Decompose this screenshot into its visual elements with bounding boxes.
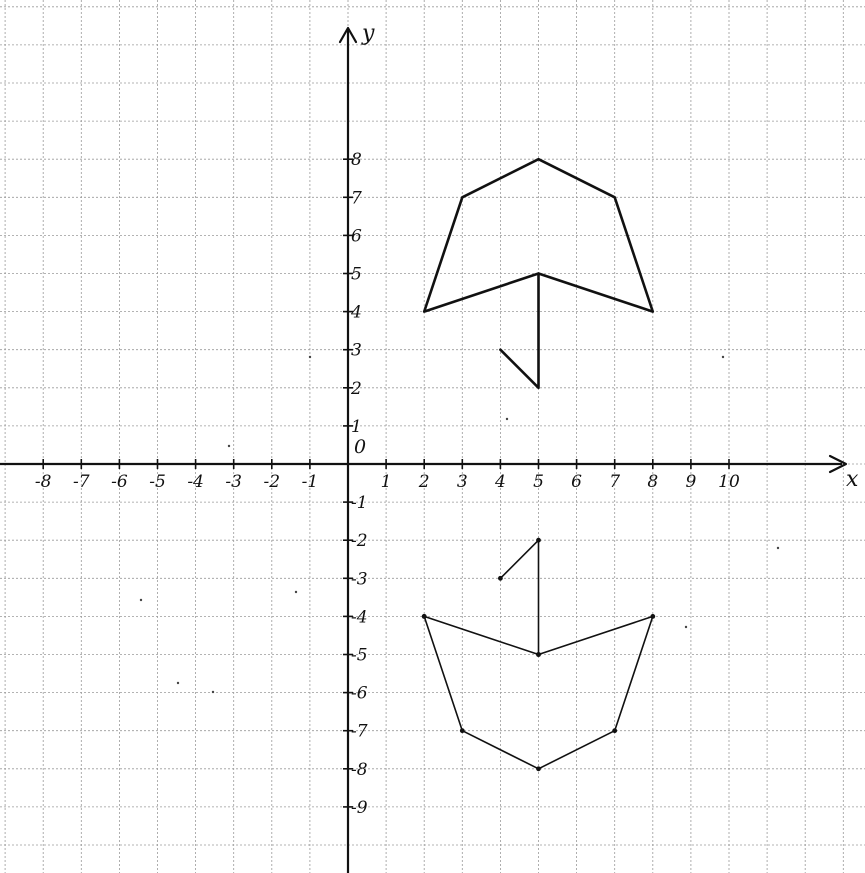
x-tick-label: 4 <box>494 472 506 492</box>
umbrella-reflected <box>421 537 656 772</box>
paper-speck <box>176 681 180 685</box>
paper-speck <box>505 417 509 421</box>
x-tick-label: -5 <box>149 472 166 492</box>
figures <box>421 157 656 772</box>
vertex-dot <box>421 614 427 619</box>
x-tick-label: -6 <box>111 472 128 492</box>
y-tick-label: 8 <box>351 150 362 170</box>
y-tick-label: -6 <box>351 684 368 704</box>
umbrella-reflected-handle <box>499 539 540 656</box>
x-tick-label: -2 <box>264 472 281 492</box>
paper-speck <box>294 590 298 594</box>
vertex-dot <box>498 575 503 581</box>
x-tick-label: 6 <box>571 472 582 492</box>
paper-specks <box>139 355 780 694</box>
x-tick-label: 3 <box>457 472 468 492</box>
origin-label: 0 <box>354 436 366 458</box>
y-tick-label: -8 <box>351 760 368 780</box>
x-tick-label: 2 <box>418 472 430 492</box>
vertex-dot <box>612 728 618 734</box>
x-tick-label: 10 <box>718 472 740 492</box>
y-tick-label: -1 <box>351 493 368 513</box>
y-tick-label: 1 <box>351 417 362 437</box>
x-tick-label: 8 <box>647 472 658 492</box>
y-tick-label: 6 <box>351 226 362 246</box>
y-tick-label: 5 <box>351 265 362 285</box>
y-tick-label: 4 <box>350 303 362 323</box>
labels: y x 0 <box>354 21 859 492</box>
x-axis-arrow <box>828 454 848 474</box>
x-tick-label: 5 <box>533 472 544 492</box>
paper-speck <box>776 546 780 550</box>
vertex-dot <box>536 652 541 657</box>
y-tick-label: 2 <box>350 379 362 399</box>
x-tick-label: 7 <box>609 472 620 492</box>
vertex-dot <box>650 614 656 619</box>
paper-speck <box>211 690 215 694</box>
umbrella-top-handle <box>499 272 540 390</box>
umbrella-top <box>422 157 655 390</box>
paper-speck <box>308 355 312 359</box>
y-axis-name: y <box>361 21 375 46</box>
x-axis-name: x <box>846 467 859 492</box>
ticks: -8 -7 -6 -5 -4 -3 -2 -1 1 2 3 4 5 6 7 8 9 10 8 7 6 5 4 3 2 1 -1 -2 -… <box>35 150 740 818</box>
vertex-dot <box>459 728 465 734</box>
y-tick-label: -2 <box>351 531 368 551</box>
y-tick-label: -3 <box>351 569 368 589</box>
x-tick-label: -8 <box>35 472 52 492</box>
y-tick-label: -4 <box>351 607 368 627</box>
vertex-dot <box>536 766 541 772</box>
x-tick-label: -1 <box>302 472 319 492</box>
axes <box>0 26 848 873</box>
x-tick-label: 1 <box>381 472 392 492</box>
x-tick-label: 9 <box>685 472 696 492</box>
y-tick-label: -5 <box>351 646 368 666</box>
paper-speck <box>684 625 688 629</box>
y-tick-label: -7 <box>351 722 368 742</box>
y-tick-label: -9 <box>351 798 368 818</box>
vertex-dot <box>536 537 541 543</box>
y-tick-label: 7 <box>351 188 362 208</box>
y-axis-arrow <box>338 26 358 44</box>
paper-speck <box>139 598 143 602</box>
x-tick-label: -7 <box>73 472 90 492</box>
paper-speck <box>721 355 725 359</box>
x-tick-label: -3 <box>225 472 242 492</box>
paper-speck <box>227 444 231 448</box>
x-tick-label: -4 <box>187 472 204 492</box>
y-tick-label: 3 <box>351 341 362 361</box>
